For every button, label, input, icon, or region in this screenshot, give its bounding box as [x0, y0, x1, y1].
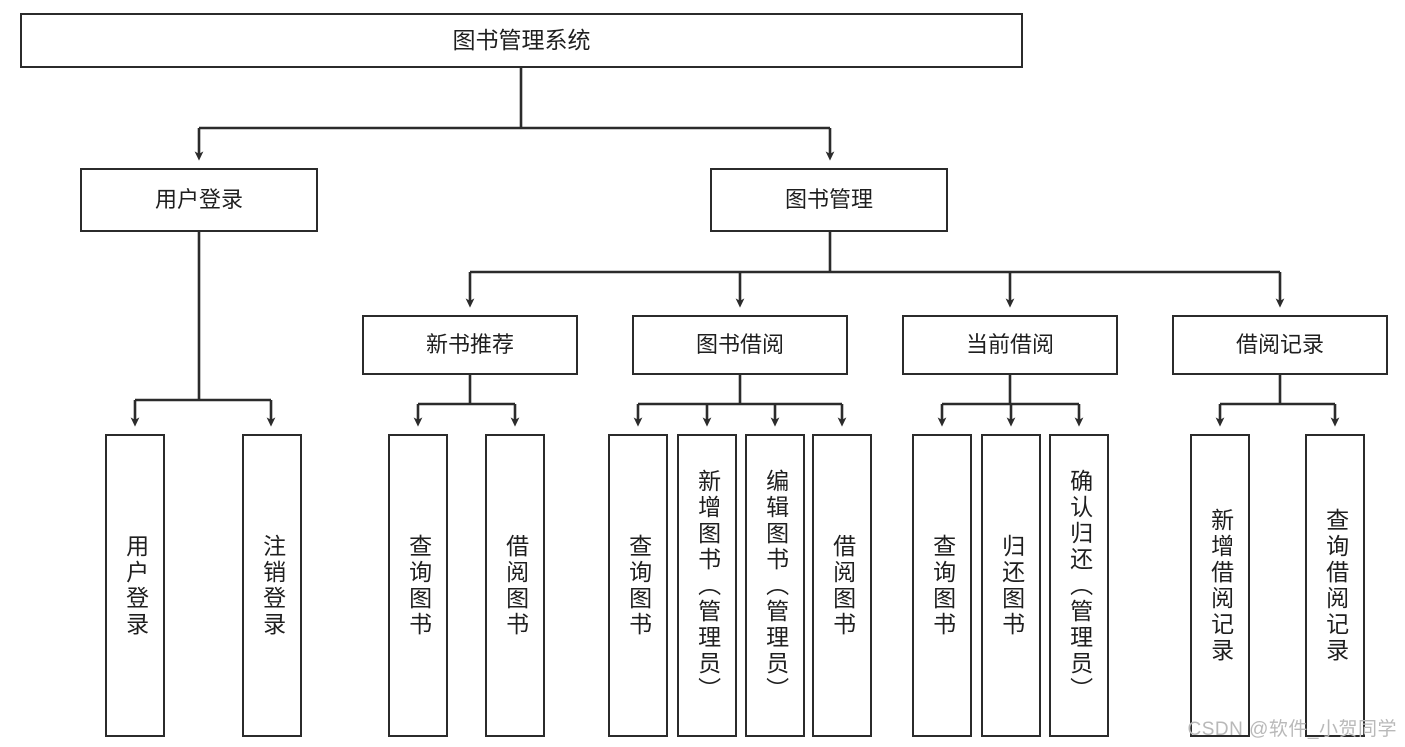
leaf-edit-book-admin[interactable]: 编辑图书（管理员） [745, 434, 805, 737]
node-label: 查询借阅记录 [1322, 507, 1349, 664]
csdn-watermark: CSDN @软件_小贺同学 [1187, 719, 1397, 740]
node-borrowing-records[interactable]: 借阅记录 [1172, 315, 1388, 375]
node-label: 用户登录 [154, 187, 243, 213]
leaf-confirm-return-admin[interactable]: 确认归还（管理员） [1049, 434, 1109, 737]
leaf-add-book-admin[interactable]: 新增图书（管理员） [677, 434, 737, 737]
node-label: 当前借阅 [965, 332, 1054, 358]
node-book-management[interactable]: 图书管理 [710, 168, 948, 232]
node-label: 查询图书 [405, 533, 432, 638]
node-user-login[interactable]: 用户登录 [80, 168, 318, 232]
leaf-borrow-books-recommendation[interactable]: 借阅图书 [485, 434, 545, 737]
node-label: 新增借阅记录 [1207, 507, 1234, 664]
node-root-book-management-system[interactable]: 图书管理系统 [20, 13, 1023, 68]
node-label: 归还图书 [998, 533, 1025, 638]
node-label: 图书管理系统 [452, 26, 591, 53]
node-label: 借阅图书 [829, 533, 856, 638]
node-label: 编辑图书（管理员） [762, 468, 789, 703]
leaf-return-books[interactable]: 归还图书 [981, 434, 1041, 737]
node-label: 新增图书（管理员） [694, 468, 721, 703]
node-label: 借阅记录 [1235, 332, 1324, 358]
node-label: 查询图书 [929, 533, 956, 638]
leaf-query-borrowing-record[interactable]: 查询借阅记录 [1305, 434, 1365, 737]
node-label: 用户登录 [122, 533, 149, 638]
node-label: 注销登录 [259, 533, 286, 638]
leaf-logout[interactable]: 注销登录 [242, 434, 302, 737]
node-current-borrowing[interactable]: 当前借阅 [902, 315, 1118, 375]
node-book-borrowing[interactable]: 图书借阅 [632, 315, 848, 375]
node-new-book-recommendation[interactable]: 新书推荐 [362, 315, 578, 375]
leaf-query-books-borrowing[interactable]: 查询图书 [608, 434, 668, 737]
node-label: 图书管理 [784, 187, 873, 213]
node-label: 新书推荐 [425, 332, 514, 358]
leaf-add-borrowing-record[interactable]: 新增借阅记录 [1190, 434, 1250, 737]
node-label: 查询图书 [625, 533, 652, 638]
leaf-query-books-recommendation[interactable]: 查询图书 [388, 434, 448, 737]
leaf-borrow-books-borrowing[interactable]: 借阅图书 [812, 434, 872, 737]
leaf-query-books-current[interactable]: 查询图书 [912, 434, 972, 737]
node-label: 确认归还（管理员） [1066, 468, 1093, 703]
node-label: 图书借阅 [695, 332, 784, 358]
leaf-user-login[interactable]: 用户登录 [105, 434, 165, 737]
node-label: 借阅图书 [502, 533, 529, 638]
